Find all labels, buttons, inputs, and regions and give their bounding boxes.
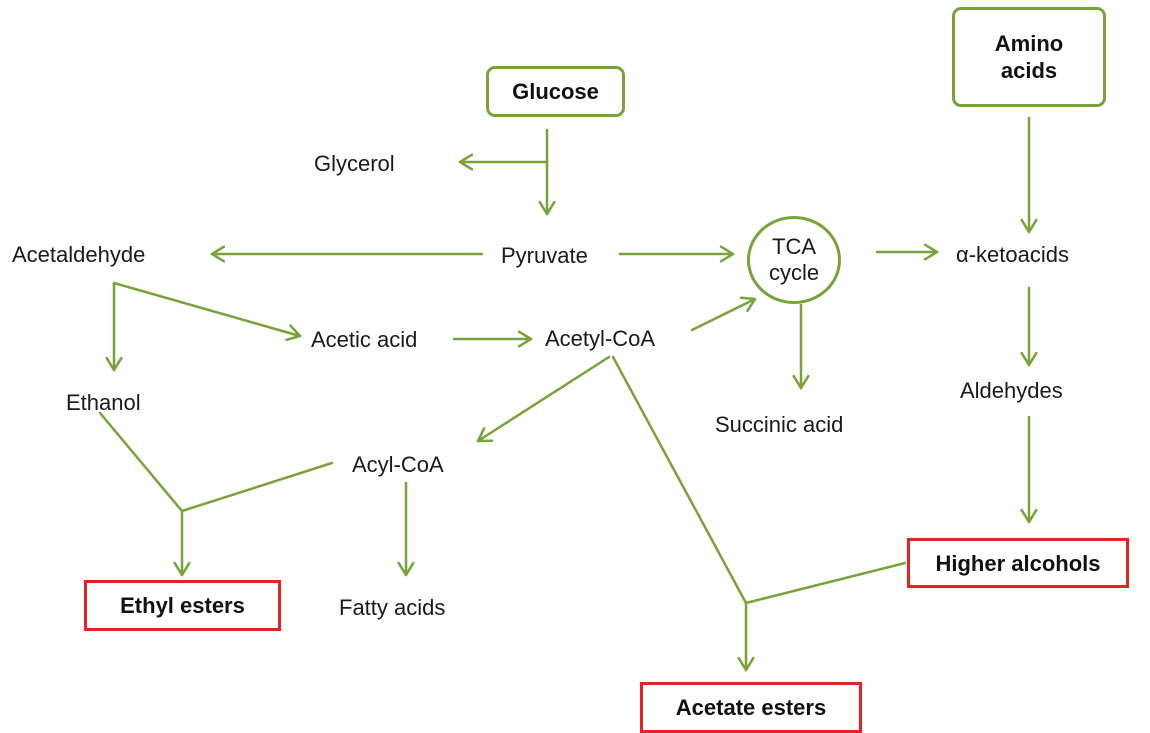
arrow-glucose-to-pyruvate-head: [538, 200, 556, 216]
arrow-acetaldehyde-to-aceticacid: [112, 281, 302, 338]
arrow-pyruvate-to-acetaldehyde-head: [210, 245, 226, 263]
glucose-label: Glucose: [512, 79, 599, 104]
arrow-acylcoa-to-fattyacids-head: [397, 561, 415, 577]
arrow-tca-to-ketoacids-head: [923, 243, 939, 261]
arrow-acetylcoa-to-acylcoa: [476, 355, 611, 443]
ethyl-esters-label: Ethyl esters: [120, 593, 245, 618]
arrow-junction-to-acetateesters-head: [737, 656, 755, 672]
succinic-acid-label: Succinic acid: [715, 412, 844, 437]
line-higheralcohols-to-junction: [744, 561, 907, 605]
acetic-acid-label: Acetic acid: [311, 327, 418, 352]
arrow-acetaldehyde-to-ethanol-head: [105, 356, 123, 372]
amino-acids-label-line1: Amino: [994, 31, 1064, 56]
line-ethanol-to-junction: [98, 411, 184, 513]
arrow-aminoacids-to-ketoacids-head: [1020, 218, 1038, 234]
higher-alcohols-label: Higher alcohols: [935, 550, 1101, 576]
tca-cycle-node: TCA cycle: [747, 216, 841, 304]
glycerol-label: Glycerol: [314, 151, 395, 176]
ethyl-esters-box: Ethyl esters: [84, 580, 281, 631]
acetaldehyde-label: Acetaldehyde: [12, 242, 146, 267]
line-acetylcoa-to-junction: [611, 355, 748, 605]
ethanol-label: Ethanol: [66, 390, 141, 415]
amino-acids-box: Amino acids: [952, 7, 1106, 107]
arrow-junction-to-ethylesters-head: [173, 561, 191, 577]
glucose-box: Glucose: [486, 66, 625, 117]
fatty-acids-label: Fatty acids: [339, 595, 446, 620]
line-acylcoa-to-junction: [180, 461, 334, 513]
pyruvate-label: Pyruvate: [501, 243, 588, 268]
amino-acids-label-line2: acids: [1000, 58, 1058, 83]
acetate-esters-label: Acetate esters: [675, 695, 827, 720]
arrow-acetylcoa-to-tca: [690, 297, 757, 332]
higher-alcohols-box: Higher alcohols: [907, 538, 1129, 588]
acyl-coa-label: Acyl-CoA: [352, 452, 444, 477]
tca-label-line1: TCA: [772, 234, 816, 259]
tca-label-line2: cycle: [768, 260, 820, 285]
arrow-ketoacids-to-aldehydes-head: [1020, 351, 1038, 367]
acetyl-coa-label: Acetyl-CoA: [545, 326, 656, 351]
alpha-ketoacids-label: α-ketoacids: [956, 242, 1069, 267]
arrow-acetaldehyde-to-aceticacid-head: [285, 324, 302, 342]
arrow-pyruvate-to-tca-head: [719, 245, 735, 263]
arrow-tca-to-succinicacid-head: [792, 374, 810, 390]
arrow-aceticacid-to-acetylcoa-head: [517, 330, 533, 348]
arrow-to-glycerol-head: [458, 153, 474, 171]
arrow-acetylcoa-to-acylcoa-head: [476, 427, 494, 443]
aldehydes-label: Aldehydes: [960, 378, 1063, 403]
arrow-acetylcoa-to-tca-head: [739, 296, 757, 313]
acetate-esters-box: Acetate esters: [640, 682, 862, 733]
arrow-aldehydes-to-higheralcohols-head: [1020, 508, 1038, 524]
